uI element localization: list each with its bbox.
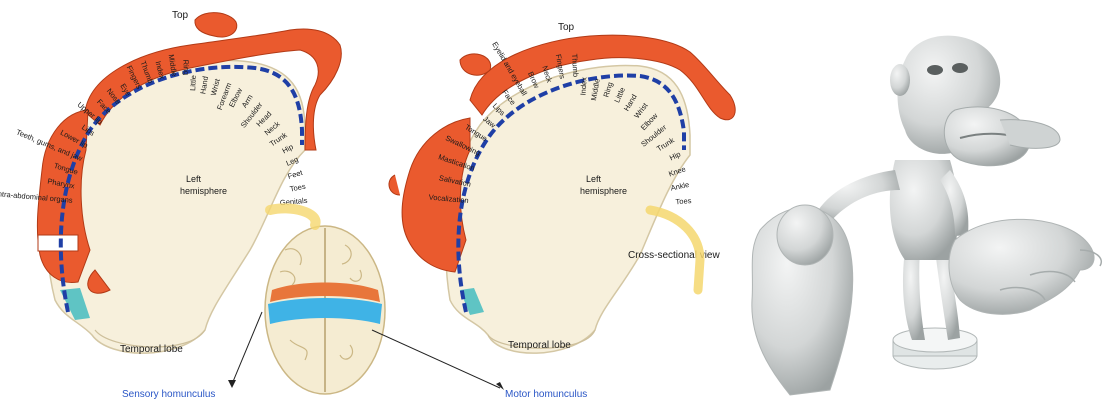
sensory-label-14: Little	[188, 75, 198, 91]
motor-temporal-label: Temporal lobe	[508, 340, 571, 351]
sensory-temporal-label: Temporal lobe	[120, 344, 183, 355]
sensory-caption: Sensory homunculus	[122, 389, 215, 400]
motor-label-0: Toes	[675, 196, 692, 206]
sensory-top-label: Top	[172, 10, 189, 21]
clay-homunculus-sculpture	[752, 36, 1101, 395]
sensory-teeth	[38, 235, 78, 251]
motor-label-12: Index	[579, 77, 589, 96]
motor-caption: Motor homunculus	[505, 389, 587, 400]
brain-top-view	[265, 208, 385, 394]
motor-label-13: Thumb	[570, 53, 580, 77]
motor-panel: Top Left hemisphere Temporal lobe Cross-…	[372, 22, 735, 400]
motor-top-label: Top	[558, 22, 575, 33]
motor-hemisphere-line-2: hemisphere	[580, 186, 627, 196]
sensory-label-15: Ring	[181, 59, 191, 75]
sensory-label-1: Toes	[289, 182, 307, 194]
sensory-hemisphere-line-2: hemisphere	[180, 186, 227, 196]
sensory-hemisphere-line-1: Left	[186, 174, 202, 184]
cross-section-label: Cross-sectional view	[628, 250, 720, 261]
motor-hemisphere-line-1: Left	[586, 174, 602, 184]
